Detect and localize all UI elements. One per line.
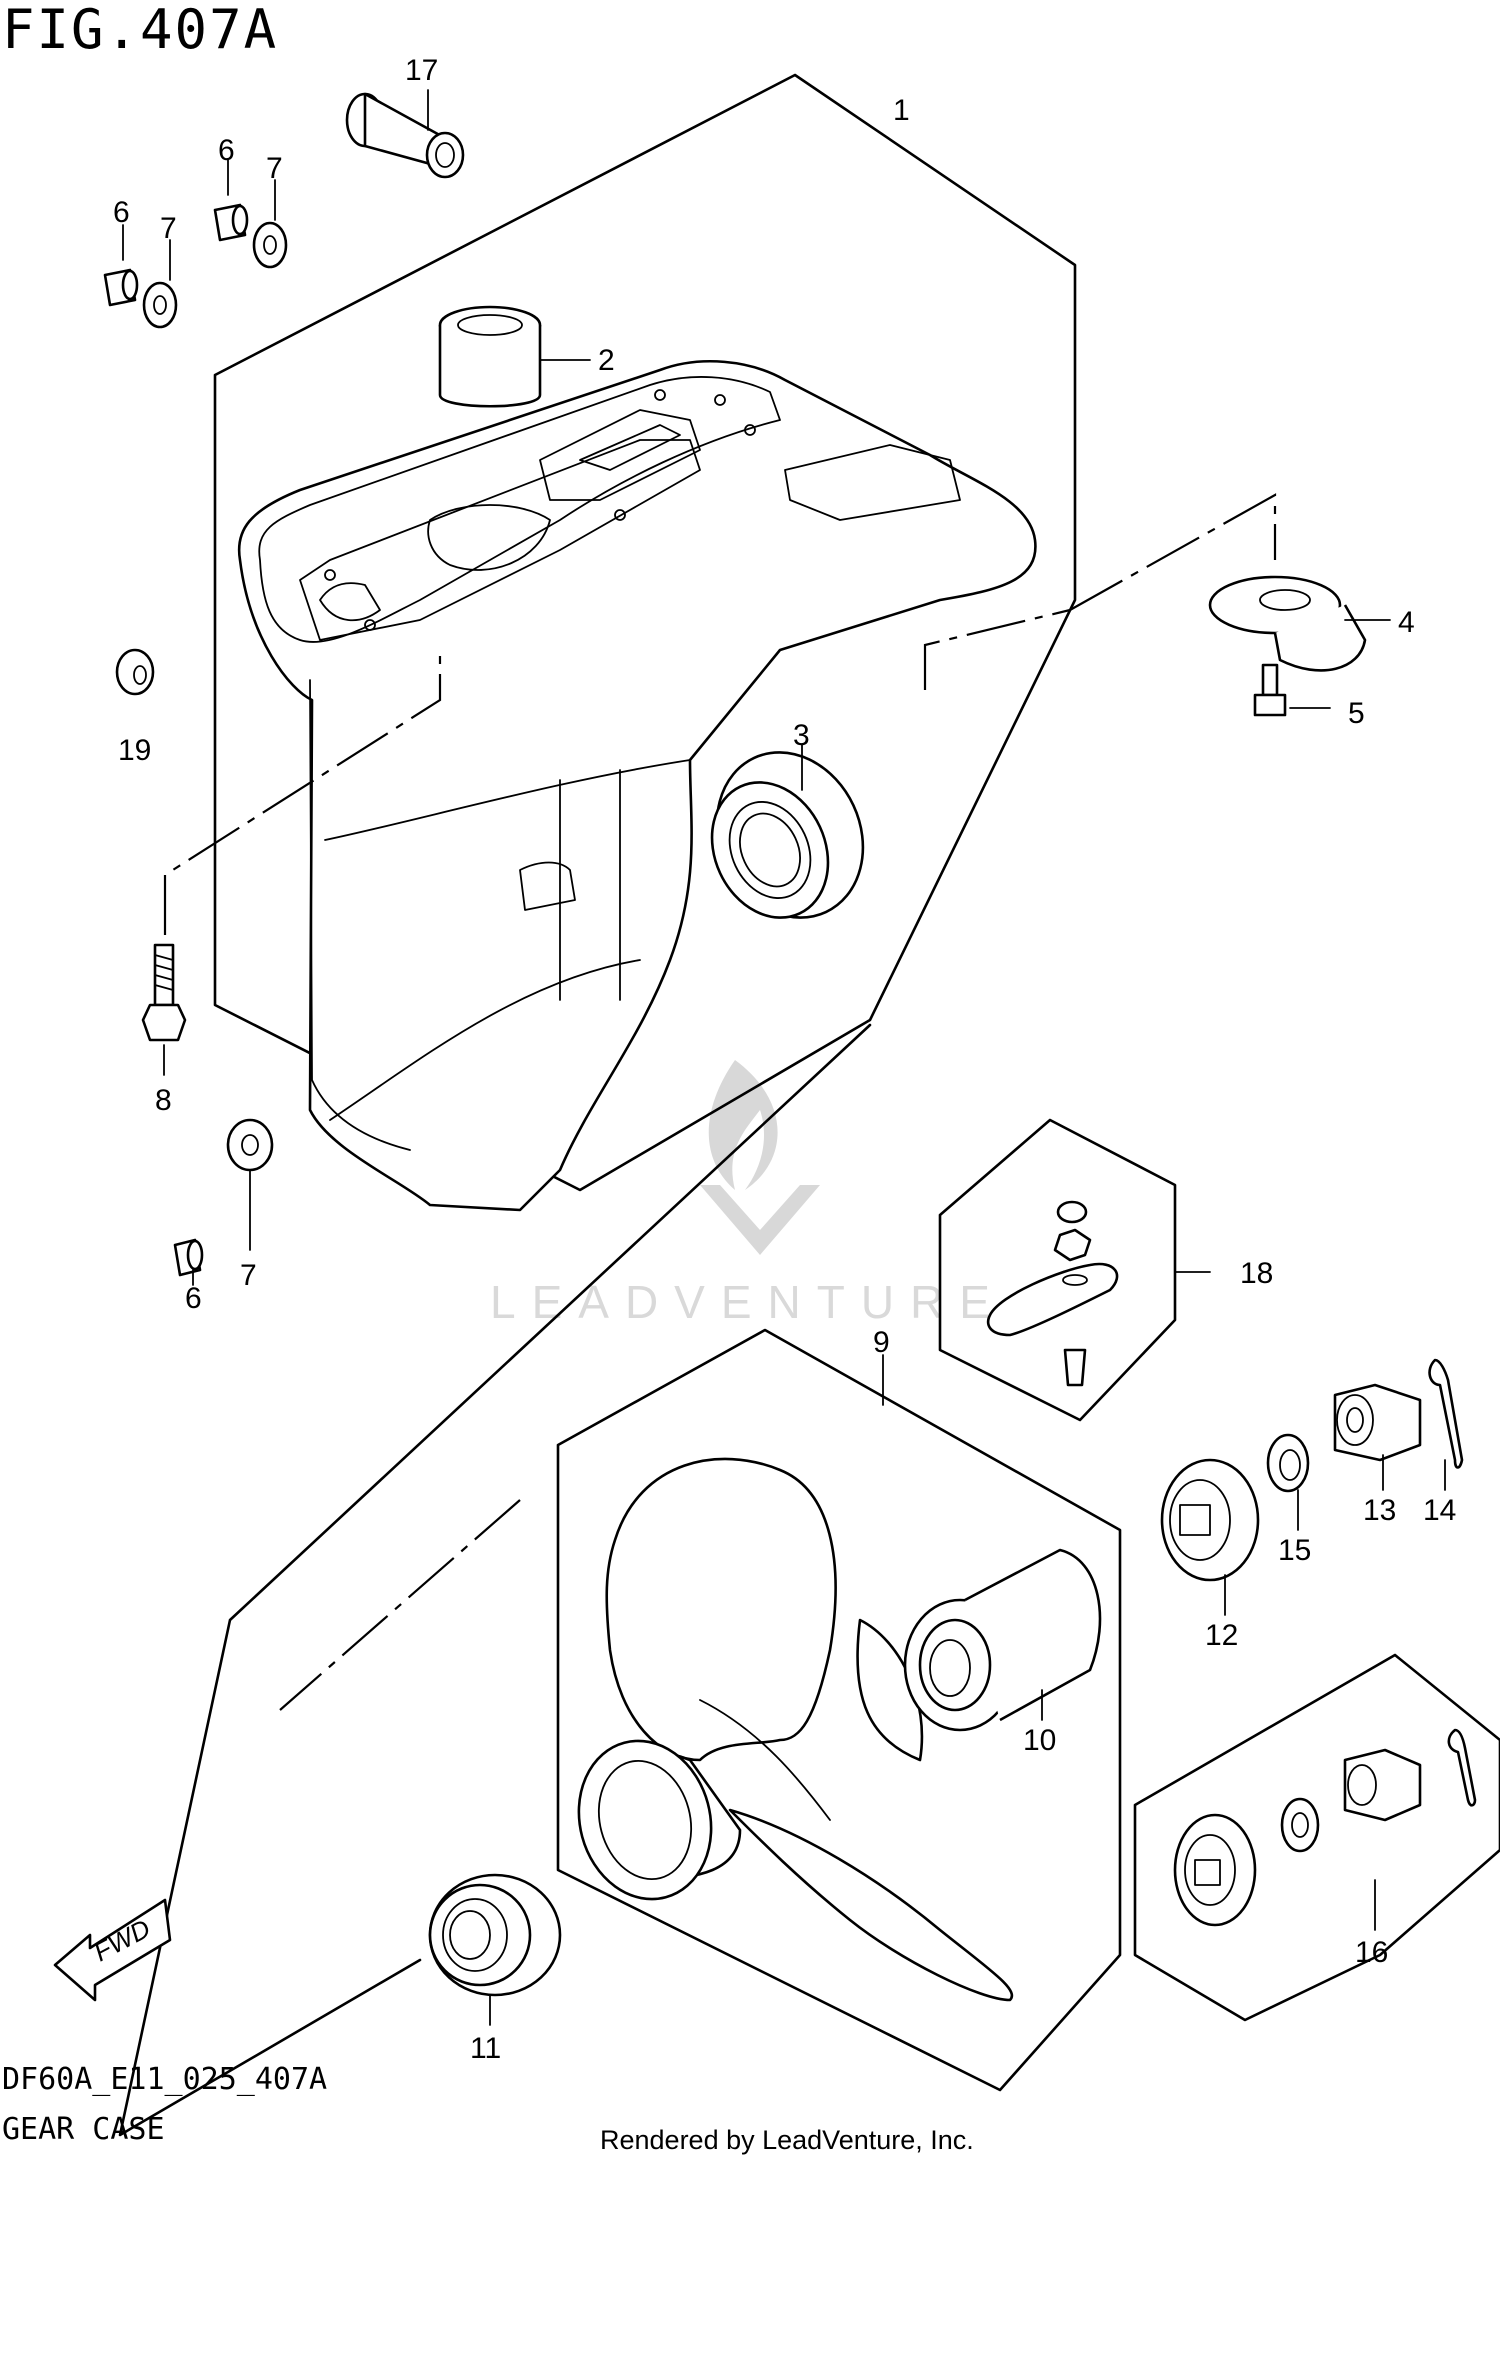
anode-dashed-leader [923,493,1277,690]
plain-washer[interactable] [1266,1433,1310,1531]
spacer-part[interactable] [903,1548,1102,1732]
anode-bolt[interactable] [1253,663,1331,717]
callout-16: 16 [1355,1936,1388,1969]
diagram-code: DF60A_E11_025_407A [2,2062,328,2097]
trim-tab-anode[interactable] [1208,575,1391,672]
gear-case-housing[interactable] [237,360,1037,1212]
watermark-text: LEADVENTURE [490,1276,1006,1328]
gear-case-lower-leader [118,1023,872,2137]
callout-12: 12 [1205,1619,1238,1652]
anode-kit-group[interactable] [938,1118,1211,1422]
callout-1: 1 [893,94,910,127]
callout-6-upper: 6 [218,134,235,167]
gear-case-group-outline [213,73,1077,1192]
callout-11: 11 [470,2032,501,2065]
cap-part[interactable] [115,648,155,696]
callout-15: 15 [1278,1534,1311,1567]
propeller-dashed-leader [279,1499,521,1711]
diagram-name: GEAR CASE [2,2112,165,2147]
washer-upper[interactable] [252,179,288,269]
callout-17: 17 [405,54,438,87]
propeller-washer[interactable] [1160,1458,1260,1616]
callout-6-lower: 6 [185,1282,202,1315]
callout-5: 5 [1348,697,1365,730]
callout-6-left: 6 [113,196,130,229]
callout-7-upper: 7 [266,152,283,185]
drain-screw-lower[interactable] [173,1238,204,1286]
plug-part[interactable] [345,89,465,179]
callout-8: 8 [155,1084,172,1117]
callout-10: 10 [1023,1724,1056,1757]
callout-7-left: 7 [160,212,177,245]
washer-lower[interactable] [226,1118,274,1251]
bushing-part[interactable] [438,305,591,408]
cotter-pin[interactable] [1428,1358,1464,1491]
bearing-part[interactable] [691,728,890,941]
washer-left[interactable] [142,239,178,329]
drain-screw-upper[interactable] [213,159,249,242]
callout-13: 13 [1363,1494,1396,1527]
callout-18: 18 [1240,1257,1273,1290]
render-credit: Rendered by LeadVenture, Inc. [600,2125,974,2155]
bolt-dashed-leader [163,650,442,935]
castle-nut[interactable] [1333,1383,1422,1491]
callout-7-lower: 7 [240,1259,257,1292]
propeller-nut-kit-group[interactable] [1133,1653,1500,2022]
drain-screw-left[interactable] [103,224,139,307]
figure-title: FIG.407A [2,0,279,61]
callout-4: 4 [1398,606,1415,639]
propeller[interactable] [562,1457,1014,2002]
thrust-washer-part[interactable] [428,1873,562,2026]
mounting-bolt[interactable] [141,943,187,1076]
callout-14: 14 [1423,1494,1456,1527]
propeller-group-outline [556,1328,1122,2092]
callout-3: 3 [793,719,810,752]
callout-19: 19 [118,734,151,767]
callout-2: 2 [598,344,615,377]
callout-9: 9 [873,1326,890,1359]
